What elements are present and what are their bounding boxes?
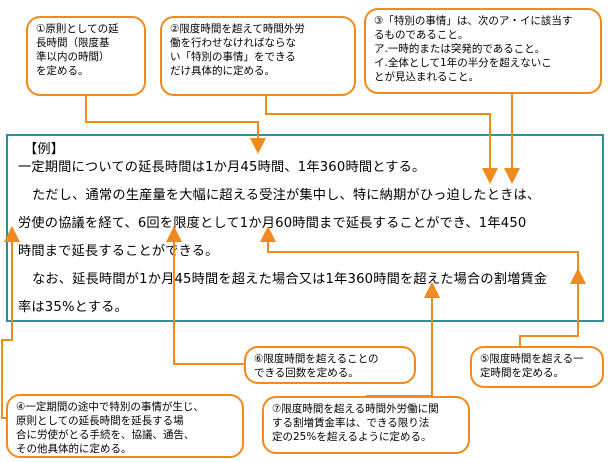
- callout-7: ⑦限度時間を超える時間外労働に関 する割増賃金率は、できる限り法 定の25%を超…: [262, 396, 470, 454]
- example-line-1: 一定期間についての延長時間は1か月45時間、1年360時間とする。: [18, 160, 426, 175]
- callout-1: ①原則としての延 長時間（限度基 準以内の時間） を定める。: [26, 16, 146, 96]
- example-line-4: 時間まで延長することができる。: [18, 244, 219, 259]
- example-line-3: 労使の協議を経て、6回を限度として1か月60時間まで延長することができ、1年45…: [18, 216, 527, 231]
- example-title: 【例】: [24, 142, 65, 157]
- callout-6: ⑥限度時間を超えることの できる回数を定める。: [244, 346, 416, 384]
- callout-4: ④一定期間の途中で特別の事情が生じ、 原則としての延長時間を延長する場 合に労使…: [6, 394, 244, 458]
- example-line-5: なお、延長時間が1か月45時間を超えた場合又は1年360時間を超えた場合の割増賃…: [32, 272, 548, 287]
- callout-3: ③「特別の事情」は、次のア・イに該当す るものであること。 ア.一時的または突発…: [364, 8, 602, 94]
- callout-5: ⑤限度時間を超える一 定時間を定める。: [470, 346, 604, 388]
- example-line-2: ただし、通常の生産量を大幅に超える受注が集中し、特に納期がひっ迫したときは、: [32, 188, 541, 203]
- example-line-6: 率は35%とする。: [18, 300, 128, 315]
- example-box: 【例】 一定期間についての延長時間は1か月45時間、1年360時間とする。 ただ…: [6, 134, 604, 322]
- callout-2: ②限度時間を超えて時間外労 働を行わせなければならな い「特別の事情」をできる …: [160, 16, 356, 96]
